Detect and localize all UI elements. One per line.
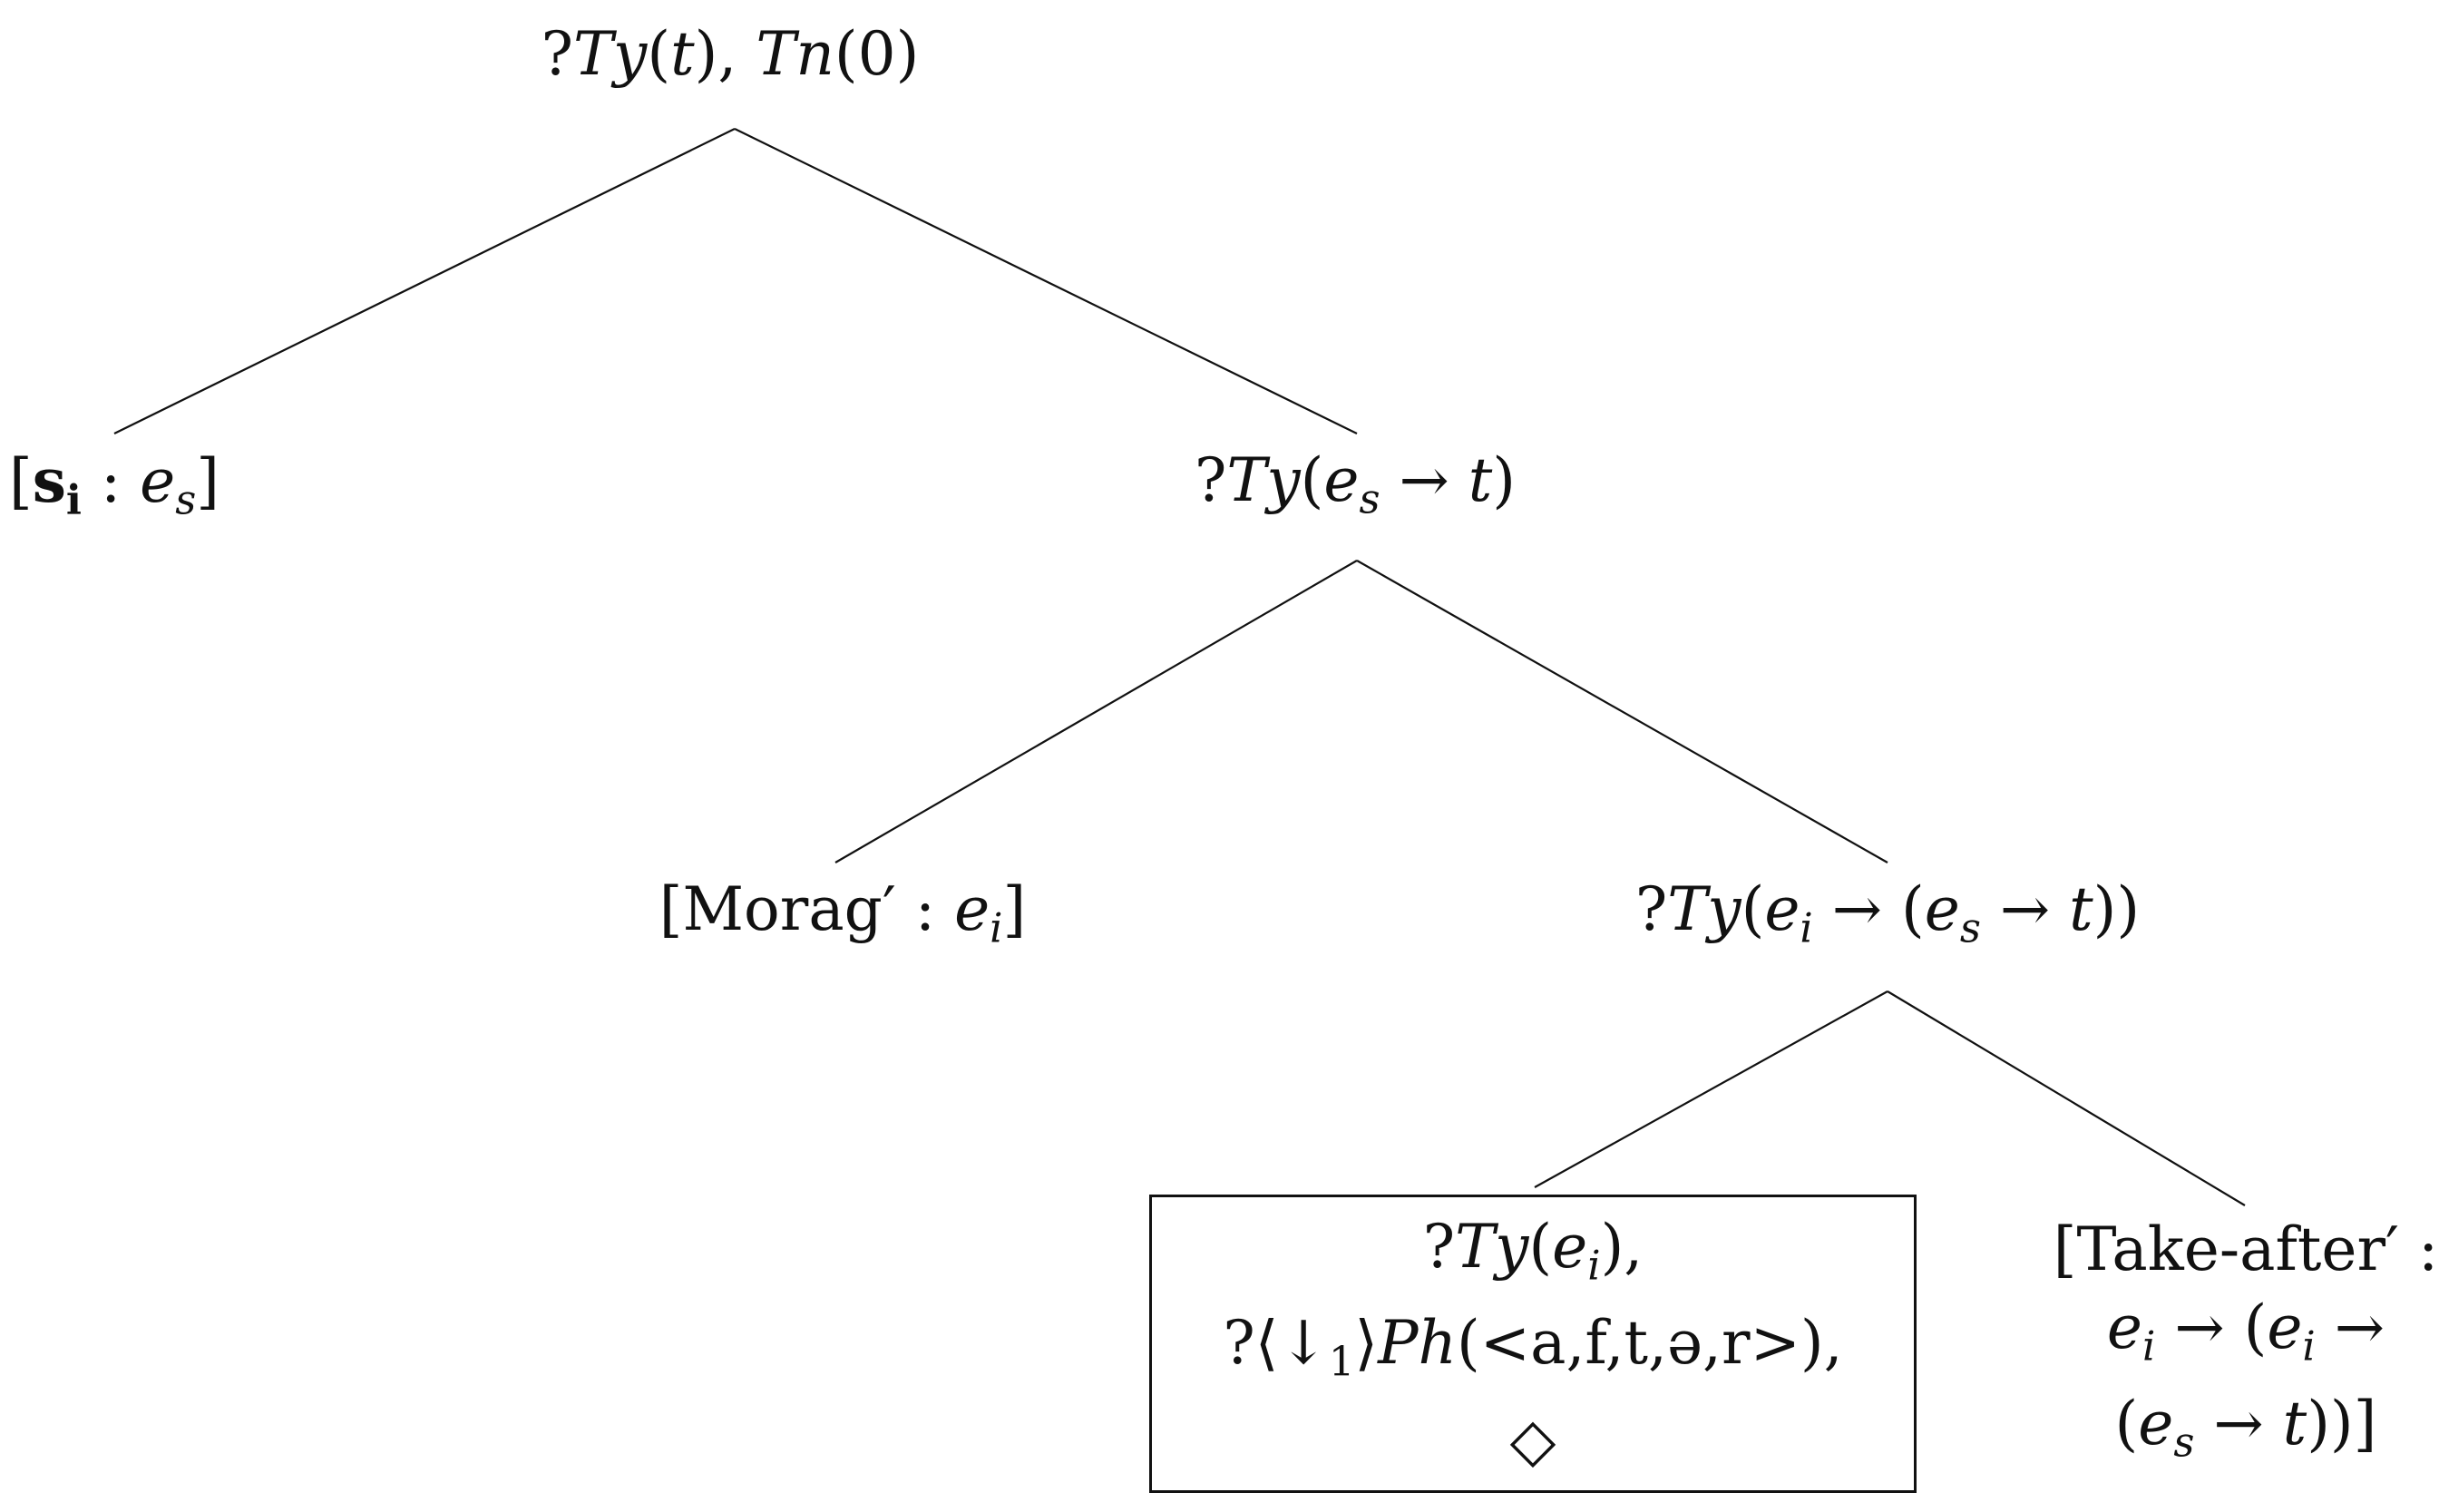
root-node: ?Ty(t), Tn(0)	[541, 19, 920, 89]
pointer-node-line-1: ?Ty(ei),	[1422, 1212, 1644, 1290]
pointer-diamond-icon: ◇	[1509, 1404, 1556, 1475]
object-node: [Morag′ : ei]	[659, 874, 1027, 952]
verb-type-node: ?Ty(ei → (es → t))	[1634, 874, 2141, 952]
predicate-node: ?Ty(es → t)	[1194, 445, 1517, 523]
take-after-line-3: (es → t))]	[2114, 1389, 2377, 1467]
edge-vp-object	[834, 560, 1358, 863]
take-after-line-1: [Take-after′ :	[2053, 1214, 2439, 1284]
take-after-line-2: ei → (ei →	[2106, 1293, 2385, 1371]
edge-root-vp	[734, 128, 1358, 434]
subject-node: [si : es]	[8, 445, 220, 524]
edge-root-subject	[113, 128, 736, 434]
edge-verbtype-pointer	[1534, 990, 1888, 1188]
edge-verbtype-takeafter	[1887, 990, 2246, 1206]
edge-vp-verbtype	[1356, 560, 1888, 863]
pointer-node-line-2: ?⟨↓1⟩Ph(<a,f,t,ə,r>),	[1223, 1308, 1843, 1386]
take-after-node: [Take-after′ : ei → (ei → (es → t))]	[2054, 1211, 2438, 1482]
pointer-node-box: ?Ty(ei), ?⟨↓1⟩Ph(<a,f,t,ə,r>), ◇	[1149, 1195, 1917, 1493]
